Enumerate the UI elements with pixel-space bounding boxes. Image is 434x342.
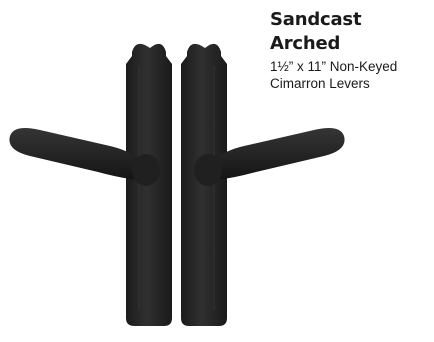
product-title: Sandcast Arched (270, 8, 430, 56)
product-spec: 1½” x 11” Non-Keyed Cimarron Levers (270, 58, 430, 92)
product-title-line-1: Sandcast (270, 9, 362, 30)
right-lever-handle (194, 128, 345, 186)
product-caption: Sandcast Arched 1½” x 11” Non-Keyed Cima… (270, 8, 430, 92)
product-title-line-2: Arched (270, 33, 341, 54)
product-spec-line-1: 1½” x 11” Non-Keyed (270, 59, 398, 74)
product-spec-line-2: Cimarron Levers (270, 76, 370, 91)
left-lever-handle (9, 128, 160, 186)
